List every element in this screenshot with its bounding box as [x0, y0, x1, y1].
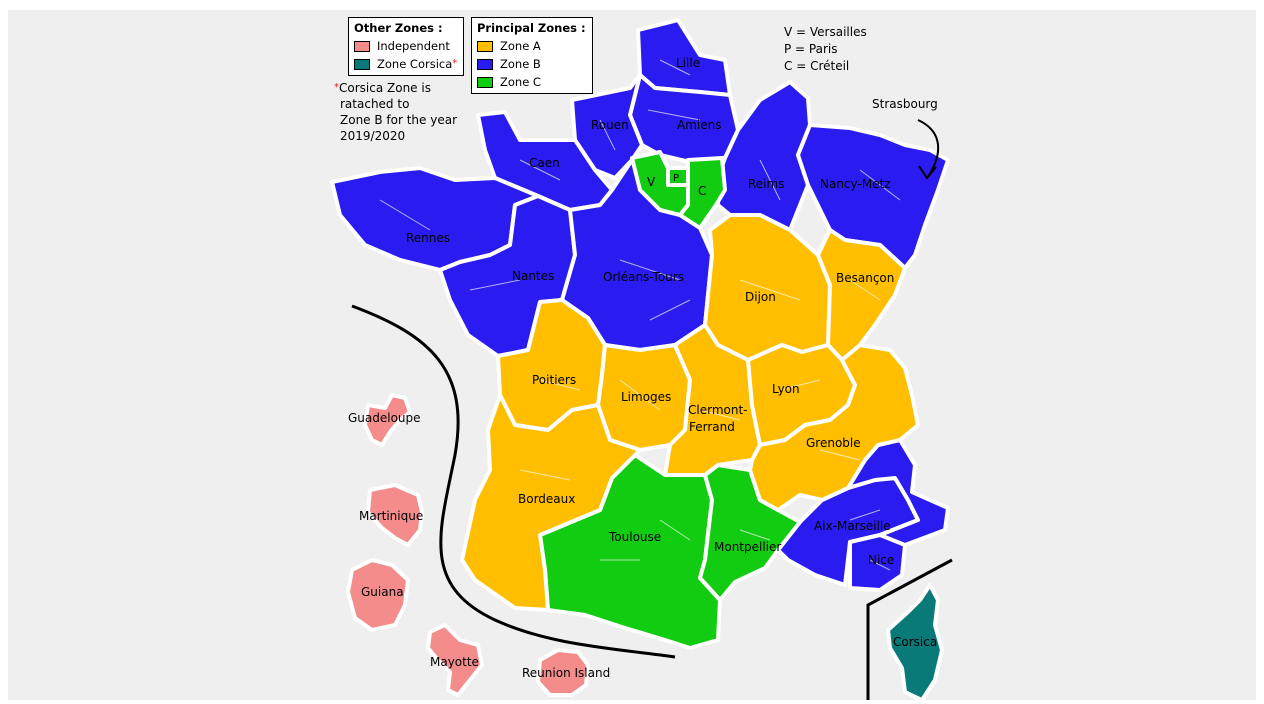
key-paris: P = Paris	[784, 42, 838, 56]
label-orleans-tours: Orléans-Tours	[603, 270, 684, 284]
legend-corsica-asterisk: *	[452, 58, 458, 69]
corsica-divider-line	[866, 558, 953, 700]
label-rouen: Rouen	[591, 118, 629, 132]
legend-other-title: Other Zones :	[354, 21, 443, 35]
department-borders	[379, 59, 901, 571]
key-creteil: C = Créteil	[784, 59, 850, 73]
label-nice: Nice	[868, 553, 894, 567]
legend-label-zone-b: Zone B	[500, 57, 541, 71]
island-corsica	[886, 583, 944, 702]
territory-reunion	[536, 648, 590, 697]
overseas-territories	[346, 393, 590, 697]
label-paris-abbr: P	[673, 173, 679, 184]
zone-a-regions	[460, 213, 920, 612]
label-nantes: Nantes	[512, 269, 554, 283]
legend-swatch-zone-b	[477, 58, 493, 70]
legend-swatch-independent	[354, 40, 370, 52]
region-besancon	[816, 228, 907, 362]
region-labels: Lille Amiens Rouen Caen Rennes Nantes Or…	[348, 56, 937, 680]
label-mayotte: Mayotte	[430, 655, 479, 669]
region-creteil	[678, 156, 727, 230]
label-amiens: Amiens	[677, 118, 721, 132]
legend-item-zone-b: Zone B	[477, 55, 586, 73]
legend-label-zone-corsica: Zone Corsica	[377, 57, 453, 71]
label-grenoble: Grenoble	[806, 436, 861, 450]
abbreviation-key: V = Versailles P = Paris C = Créteil	[784, 24, 867, 75]
label-creteil-abbr: C	[698, 184, 706, 198]
legend-label-zone-c: Zone C	[500, 75, 541, 89]
strasbourg-arrowhead-icon	[918, 165, 937, 180]
footnote-line-3: Zone B for the year	[340, 113, 458, 127]
label-montpellier: Montpellier	[714, 540, 781, 554]
footnote-line-4: 2019/2020	[340, 129, 406, 143]
legend-item-zone-corsica: Zone Corsica*	[354, 55, 457, 73]
legend-other-zones: Other Zones : Independent Zone Corsica*	[348, 17, 465, 76]
legend-item-zone-c: Zone C	[477, 73, 586, 91]
legend-swatch-zone-a	[477, 40, 493, 52]
strasbourg-label: Strasbourg	[872, 97, 938, 111]
label-clermont-line2: Ferrand	[689, 420, 735, 434]
legend-item-zone-a: Zone A	[477, 37, 586, 55]
label-rennes: Rennes	[406, 231, 450, 245]
legend-principal-title: Principal Zones :	[477, 21, 586, 35]
label-dijon: Dijon	[745, 290, 776, 304]
territory-guadeloupe	[363, 393, 412, 447]
region-grenoble	[748, 343, 920, 512]
label-guadeloupe: Guadeloupe	[348, 411, 421, 425]
overseas-divider-curve	[351, 304, 676, 659]
footnote-line-1: *Corsica Zone is	[334, 81, 431, 95]
territory-guiana	[346, 558, 410, 632]
region-clermont-ferrand	[663, 323, 762, 477]
label-reims: Reims	[748, 177, 784, 191]
label-lyon: Lyon	[772, 382, 800, 396]
footnote-asterisk: *	[334, 82, 339, 93]
territory-martinique	[366, 483, 424, 547]
legend-item-independent: Independent	[354, 37, 457, 55]
legend-swatch-corsica	[354, 58, 370, 70]
label-martinique: Martinique	[359, 509, 423, 523]
label-versailles-abbr: V	[647, 175, 656, 189]
legend-principal-zones: Principal Zones : Zone A Zone B Zone C	[471, 17, 593, 94]
label-corsica: Corsica	[893, 635, 937, 649]
label-aix-marseille: Aix-Marseille	[814, 519, 891, 533]
label-guiana: Guiana	[361, 585, 404, 599]
strasbourg-arrow	[917, 119, 940, 178]
footnote-line-2: ratached to	[340, 97, 410, 111]
label-poitiers: Poitiers	[532, 373, 576, 387]
region-bordeaux	[460, 393, 642, 612]
label-limoges: Limoges	[621, 390, 671, 404]
label-nancy-metz: Nancy-Metz	[820, 177, 891, 191]
label-clermont-line1: Clermont-	[688, 403, 748, 417]
legend-label-independent: Independent	[377, 39, 450, 53]
corsica-footnote: *Corsica Zone is ratached to Zone B for …	[334, 80, 457, 144]
label-lille: Lille	[676, 56, 700, 70]
label-reunion-island: Reunion Island	[522, 666, 610, 680]
legend-swatch-zone-c	[477, 76, 493, 88]
label-besancon: Besançon	[836, 271, 894, 285]
label-caen: Caen	[529, 156, 560, 170]
legend-label-zone-a: Zone A	[500, 39, 541, 53]
label-toulouse: Toulouse	[608, 530, 661, 544]
territory-mayotte	[426, 623, 484, 697]
key-versailles: V = Versailles	[784, 25, 867, 39]
label-bordeaux: Bordeaux	[518, 492, 575, 506]
